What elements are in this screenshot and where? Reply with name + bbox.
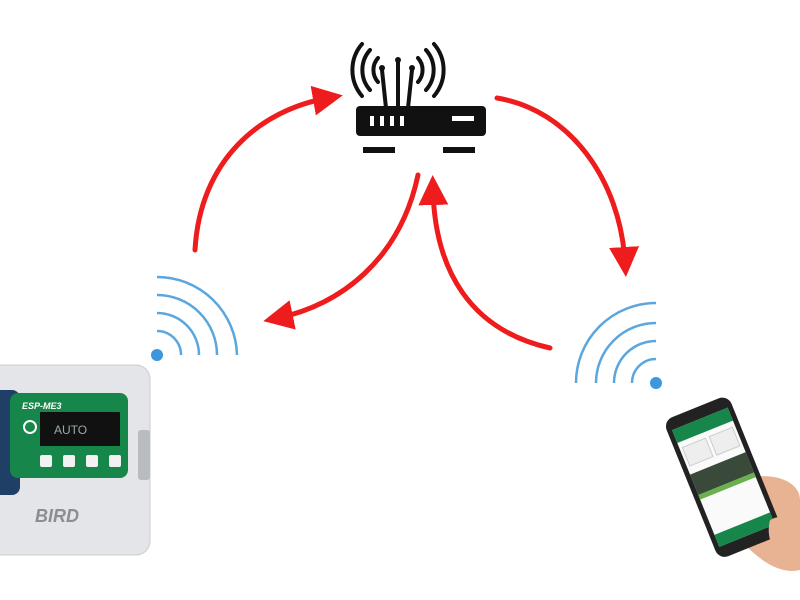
plus-button[interactable]	[109, 455, 121, 467]
irrigation-controller: ESP-ME3 AUTO BIRD	[0, 364, 151, 556]
right-button[interactable]	[63, 455, 75, 467]
arrow-phone-to-router	[418, 175, 553, 351]
left-button[interactable]	[40, 455, 52, 467]
wifi-signal-right-icon	[574, 301, 662, 389]
minus-button[interactable]	[86, 455, 98, 467]
smartphone-app	[665, 397, 800, 571]
arrow-controller-to-router	[192, 85, 343, 253]
brand-logo: BIRD	[35, 506, 79, 526]
arrow-router-to-controller	[263, 172, 421, 330]
router-icon	[350, 42, 486, 153]
arrow-router-to-phone	[494, 95, 640, 277]
wifi-signal-left-icon	[151, 275, 239, 361]
display-text: AUTO	[54, 423, 87, 437]
model-label: ESP-ME3	[22, 401, 62, 411]
